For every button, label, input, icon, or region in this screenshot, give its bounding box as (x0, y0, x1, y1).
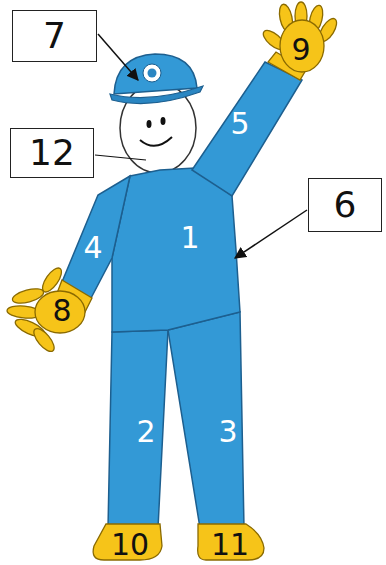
callout-number: 1 (180, 223, 199, 253)
callout-number: 10 (111, 530, 149, 560)
glove-palm (280, 20, 324, 72)
left-leg (108, 330, 168, 528)
helmet-logo (148, 69, 157, 78)
callout-number: 6 (334, 187, 357, 223)
callout-box: 7 (12, 10, 97, 62)
callout-number: 2 (136, 417, 155, 447)
smile (140, 137, 172, 146)
callout-box: 6 (308, 178, 382, 232)
right-boot (198, 524, 264, 560)
callout-number: 5 (230, 109, 249, 139)
eye (161, 117, 166, 125)
callout-box: 12 (10, 128, 94, 178)
callout-number: 3 (218, 417, 237, 447)
glove-palm (35, 291, 85, 333)
leader-arrow (235, 210, 307, 258)
helmet (114, 54, 197, 94)
right-arm (192, 62, 302, 196)
helmet-brim (110, 86, 203, 104)
callout-number: 12 (29, 135, 75, 171)
left-boot (93, 524, 162, 560)
callout-number: 8 (52, 296, 71, 326)
callout-number: 11 (211, 530, 249, 560)
right-glove (260, 2, 340, 80)
eye (147, 120, 152, 128)
callout-number: 4 (83, 233, 102, 263)
right-leg (168, 312, 244, 528)
helmet-logo (143, 64, 161, 82)
left-glove (7, 265, 92, 354)
left-arm (62, 176, 130, 300)
callout-number: 7 (43, 18, 66, 54)
leader-line (95, 155, 146, 160)
torso (112, 168, 240, 332)
callout-number: 9 (291, 35, 310, 65)
leader-arrow (98, 34, 138, 80)
